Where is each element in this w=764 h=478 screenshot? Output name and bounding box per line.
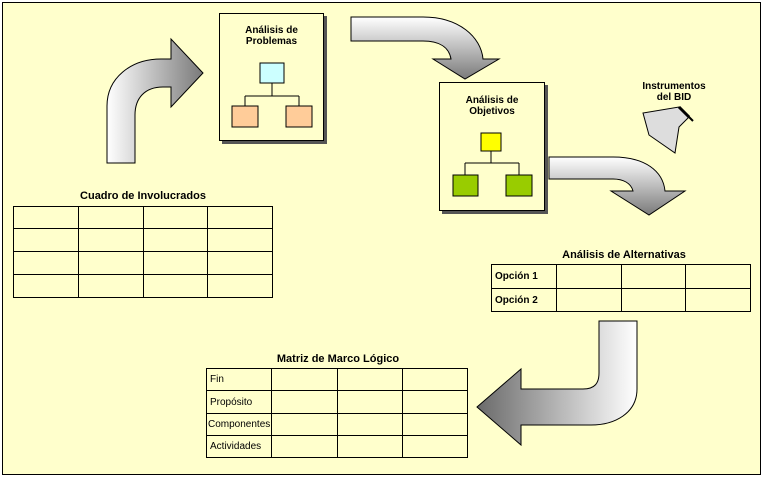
table-cell [271,368,338,391]
problemas-child-left-shape [231,105,259,128]
table-row: Opción 2 [491,288,751,312]
arrow-alternativas-to-marco [476,320,638,447]
table-cell [207,228,273,252]
objetivos-child-left-shape [452,174,479,197]
objetivos-node: Análisis de Objetivos [439,82,545,211]
table-row: Opción 1 [491,264,751,289]
marco-logico-title: Matriz de Marco Lógico [276,353,400,365]
arrow-objetivos-to-alternativas [548,156,687,216]
problemas-tree [231,62,313,128]
table-cell [13,274,79,298]
involucrados-title: Cuadro de Involucrados [80,190,206,202]
table-row: Fin [205,368,469,391]
row-label: Opción 1 [491,264,557,289]
arrow-instrumentos [642,106,690,154]
table-cell [77,228,144,252]
flow-arrows [106,16,694,447]
table-cell [13,251,79,275]
row-label: Componentes [205,413,273,436]
problemas-child-right-shape [285,105,313,128]
arrow-problemas-to-objetivos [350,16,501,80]
arrow-involucrados-to-problemas [106,37,204,164]
table-cell [142,251,209,275]
objetivos-child-right-shape [505,174,533,197]
objetivos-tree [452,132,533,197]
table-cell [336,413,403,436]
table-row: Actividades [205,435,469,458]
table-cell [685,264,751,289]
table-row: Componentes [205,413,469,436]
alternativas-title: Análisis de Alternativas [562,249,686,261]
table-cell [401,435,469,458]
table-cell [620,264,687,289]
table-row [13,228,273,252]
table-cell [142,206,209,229]
table-cell [336,435,403,458]
table-row [13,274,273,298]
table-cell [142,274,209,298]
table-cell [555,264,622,289]
row-label: Actividades [205,435,273,458]
objetivos-root-shape [480,132,502,152]
objetivos-title: Análisis de Objetivos [465,95,519,117]
table-cell [336,368,403,391]
table-cell [77,251,144,275]
table-cell [271,435,338,458]
table-cell [685,288,751,312]
table-cell [555,288,622,312]
table-cell [13,228,79,252]
problemas-root-shape [259,62,285,84]
alternativas-table: Opción 1 Opción 2 [491,264,751,312]
table-cell [77,274,144,298]
marco-logico-table: Fin Propósito Componentes Actividades [205,368,469,458]
involucrados-table [13,206,273,298]
table-cell [401,390,469,414]
table-row [13,206,273,229]
table-cell [77,206,144,229]
table-cell [271,413,338,436]
table-cell [207,251,273,275]
table-cell [620,288,687,312]
table-cell [401,368,469,391]
row-label: Fin [205,368,273,391]
table-cell [207,274,273,298]
row-label: Opción 2 [491,288,557,312]
table-cell [336,390,403,414]
table-row [13,251,273,275]
table-row: Propósito [205,390,469,414]
table-cell [401,413,469,436]
table-cell [271,390,338,414]
problemas-title: Análisis de Problemas [245,25,298,47]
problemas-node: Análisis de Problemas [219,13,324,141]
row-label: Propósito [205,390,273,414]
table-cell [142,228,209,252]
instrumentos-label: Instrumentos del BID [642,81,706,103]
table-cell [13,206,79,229]
table-cell [207,206,273,229]
